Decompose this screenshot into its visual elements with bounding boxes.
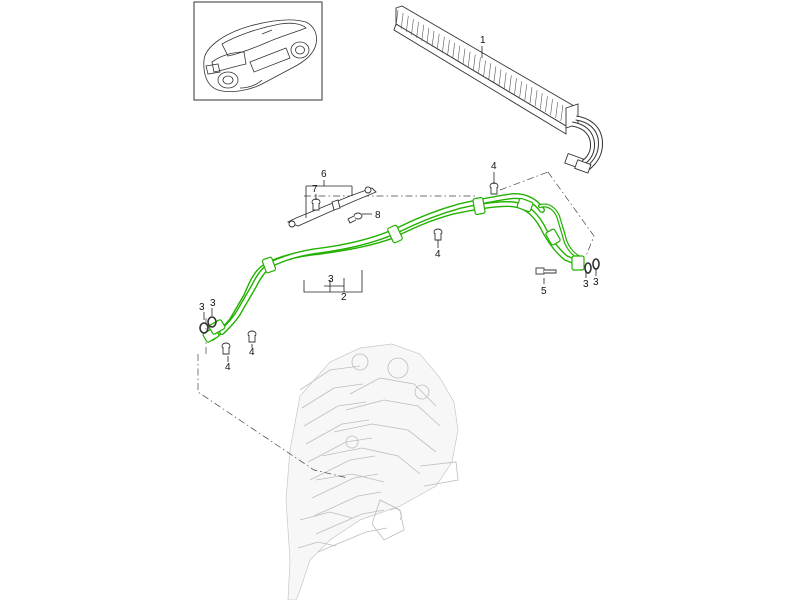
bolt-4-top <box>489 182 499 195</box>
o-rings-left <box>199 316 217 334</box>
callout-3-right-b: 3 <box>593 277 599 288</box>
callout-leaders <box>203 46 597 362</box>
callout-6: 6 <box>321 169 327 180</box>
callout-1: 1 <box>480 35 486 46</box>
callout-3-right-a: 3 <box>583 279 589 290</box>
transmission-ghost <box>285 343 459 600</box>
vehicle-thumbnail <box>193 1 323 101</box>
callout-3-mid: 3 <box>328 274 334 285</box>
bolt-7 <box>311 198 321 211</box>
callout-4-top: 4 <box>491 161 497 172</box>
bolt-8 <box>347 212 363 224</box>
callout-4-left-a: 4 <box>249 347 255 358</box>
callout-3-left-b: 3 <box>210 298 216 309</box>
bolt-4-mid <box>433 228 443 241</box>
callout-3-left-a: 3 <box>199 302 205 313</box>
hardware <box>199 182 600 355</box>
callout-labels: 1 6 7 8 4 4 3 2 5 3 3 3 3 4 4 <box>199 35 599 373</box>
oil-cooler <box>393 5 603 174</box>
bolt-4-left <box>221 330 257 355</box>
callout-8: 8 <box>375 210 381 221</box>
callout-4-left-b: 4 <box>225 362 231 373</box>
callout-7: 7 <box>312 184 318 195</box>
car-illustration <box>203 19 317 92</box>
bracket-assembly <box>286 186 377 228</box>
o-rings-right <box>584 258 600 274</box>
callout-4-mid: 4 <box>435 249 441 260</box>
callout-2: 2 <box>341 292 347 303</box>
callout-5: 5 <box>541 286 547 297</box>
transmission-cooler-line <box>202 193 585 343</box>
bolt-5 <box>535 267 557 275</box>
